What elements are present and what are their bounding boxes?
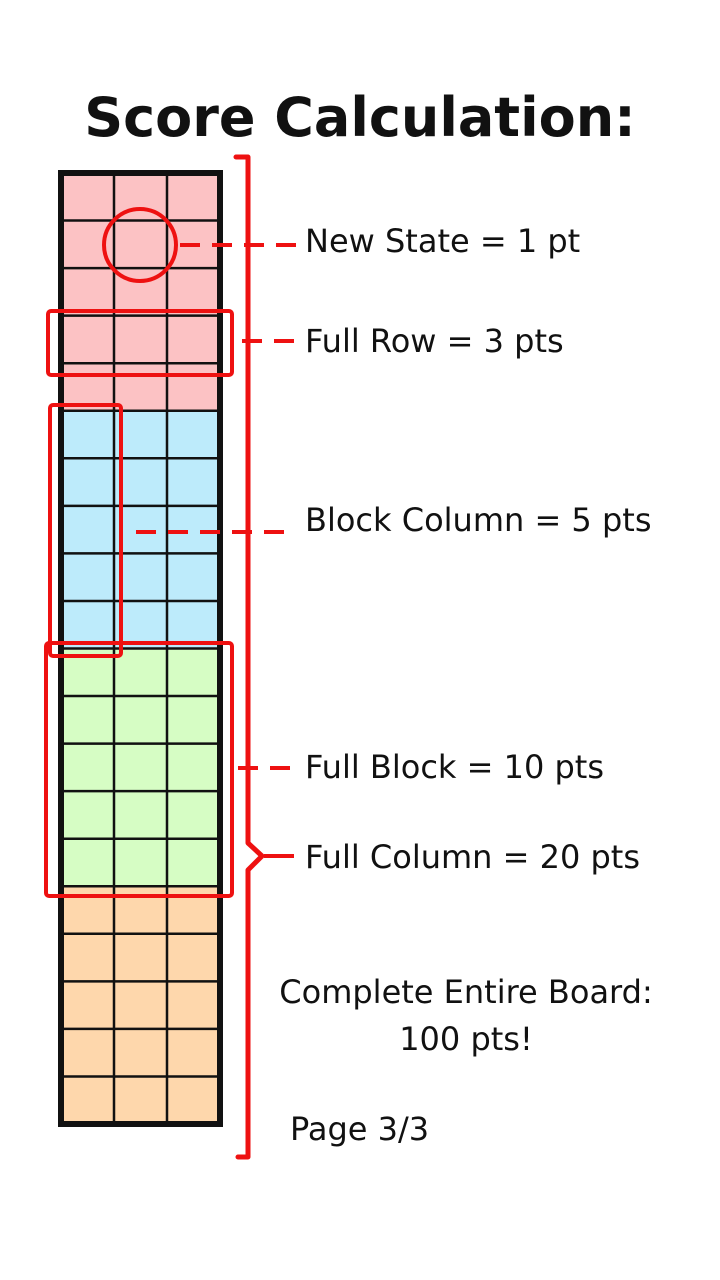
complete-board-points: 100 pts! [399, 1020, 533, 1058]
page-title: Score Calculation: [84, 86, 636, 149]
board-grid-lines [61, 173, 220, 1124]
page-indicator: Page 3/3 [290, 1110, 429, 1148]
block-column-highlight-box [48, 403, 123, 658]
rule-full-block: Full Block = 10 pts [305, 748, 604, 786]
board-cells [61, 173, 220, 1124]
board-border [58, 170, 223, 1127]
rule-full-column: Full Column = 20 pts [305, 838, 640, 876]
full-column-bracket [233, 154, 265, 1160]
rule-full-row: Full Row = 3 pts [305, 322, 564, 360]
new-state-highlight-circle [102, 207, 178, 283]
board-band-4 [61, 886, 220, 1124]
full-row-highlight-box [46, 309, 234, 377]
complete-board-label: Complete Entire Board: [279, 973, 652, 1011]
board-band-1 [61, 173, 220, 411]
game-board [58, 170, 223, 1127]
rule-block-column: Block Column = 5 pts [305, 501, 651, 539]
rule-new-state: New State = 1 pt [305, 222, 580, 260]
full-block-highlight-box [44, 641, 234, 898]
board-band-3 [61, 648, 220, 887]
board-band-2 [61, 410, 220, 649]
